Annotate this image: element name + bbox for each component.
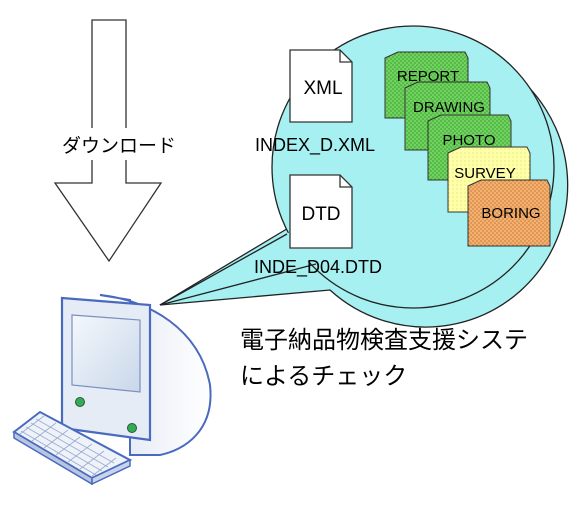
folder-label-report: REPORT <box>397 68 459 85</box>
dtd-file-name: INDE_D04.DTD <box>254 257 382 278</box>
folder-label-survey: SURVEY <box>454 165 515 182</box>
download-label: ダウンロード <box>62 135 176 157</box>
caption-line-1: 電子納品物検査支援システ <box>240 326 528 354</box>
xml-file-icon: XML <box>289 49 353 123</box>
folder-label-photo: PHOTO <box>442 132 495 149</box>
xml-icon-text: XML <box>303 78 342 99</box>
caption-line-2: によるチェック <box>240 362 407 390</box>
folder-label-drawing: DRAWING <box>413 99 485 116</box>
dtd-icon-text: DTD <box>301 204 340 225</box>
computer-icon <box>12 294 212 486</box>
download-arrow: ダウンロード <box>53 19 176 263</box>
dtd-file-icon: DTD <box>289 174 353 249</box>
xml-file-name: INDEX_D.XML <box>255 135 375 156</box>
folder-boring: BORING <box>467 179 551 247</box>
folder-label-boring: BORING <box>481 205 540 222</box>
